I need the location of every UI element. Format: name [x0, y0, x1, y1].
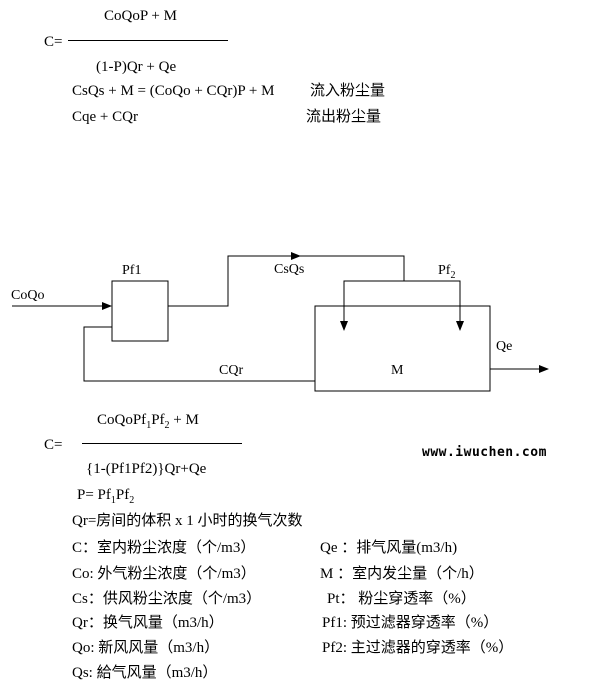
legend-right-2: Pt： 粉尘穿透率（%） [327, 591, 476, 607]
formula2-qr-definition: Qr=房间的体积 x 1 小时的换气次数 [72, 513, 303, 529]
legend-left-2: Cs：供风粉尘浓度（个/m3） [72, 591, 262, 607]
distribution-bar-left [340, 280, 404, 331]
legend-left-3: Qr：换气风量（m3/h） [72, 615, 224, 631]
formula1-line2-expr: Cqe + CQr [72, 109, 138, 125]
room-label: M [391, 363, 404, 378]
inlet-label: CoQo [11, 288, 44, 303]
formula1-lhs: C= [44, 34, 63, 50]
legend-right-3: Pf1: 预过滤器穿透率（%） [322, 615, 499, 631]
outlet-label: Qe [496, 339, 512, 354]
watermark-url: www.iwuchen.com [422, 445, 547, 460]
prefilter-label: Pf1 [122, 263, 141, 278]
room-box [314, 305, 491, 392]
legend-right-1: M ：室内发尘量（个/h） [320, 566, 484, 582]
formula2-p-definition: P= Pf1Pf2 [77, 487, 135, 506]
legend-left-5: Qs: 給气风量（m3/h） [72, 665, 218, 681]
formula1-line2-note: 流出粉尘量 [306, 109, 382, 125]
return-label: CQr [219, 363, 243, 378]
legend-left-1: Co: 外气粉尘浓度（个/m3） [72, 566, 256, 582]
legend-right-0: Qe ：排气风量(m3/h) [320, 540, 458, 556]
formula1-line1-expr: CsQs + M = (CoQo + CQr)P + M [72, 83, 275, 99]
formula2-denominator: {1-(Pf1Pf2)}Qr+Qe [86, 461, 207, 477]
formula1-fraction-bar [68, 40, 228, 41]
mainfilter-label: Pf2 [438, 263, 455, 281]
return-duct [83, 326, 315, 382]
legend-left-0: C：室内粉尘浓度（个/m3） [72, 540, 256, 556]
legend-right-4: Pf2: 主过滤器的穿透率（%） [322, 640, 514, 656]
formula2-fraction-bar [82, 443, 242, 444]
supply-duct [168, 252, 301, 307]
prefilter-box [111, 280, 169, 342]
supply-label: CsQs [274, 262, 304, 277]
distribution-bar-right [404, 280, 464, 331]
formula1-numerator: CoQoP + M [104, 8, 177, 24]
formula2-lhs: C= [44, 437, 63, 453]
legend-left-4: Qo: 新风风量（m3/h） [72, 640, 220, 656]
formula1-denominator: (1-P)Qr + Qe [96, 59, 177, 75]
formula2-numerator: CoQoPf1Pf2 + M [97, 412, 199, 431]
formula1-line1-note: 流入粉尘量 [310, 83, 386, 99]
supply-duct-continuation [300, 255, 405, 281]
